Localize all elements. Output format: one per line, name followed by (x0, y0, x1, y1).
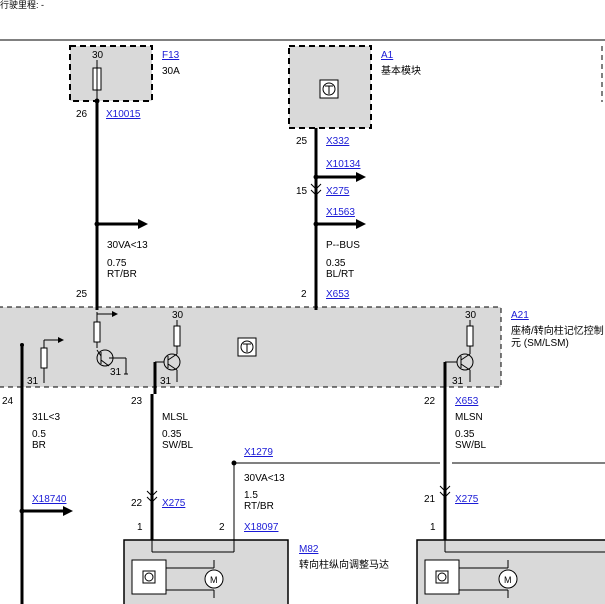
a21-pin-31-b: 31 (27, 376, 39, 387)
connector-x275-link-c[interactable]: X275 (455, 494, 479, 505)
a21-pin-31-d: 31 (452, 376, 464, 387)
m82-pin-2: 2 (219, 522, 225, 533)
connector-mark-x275-b (146, 490, 158, 503)
connector-x18097-link[interactable]: X18097 (244, 522, 279, 533)
connector-mark-x275-c (439, 485, 451, 498)
control-unit-icon (319, 79, 339, 99)
mileage-header: 行驶里程: - (0, 0, 44, 10)
branch-arrow-x10134 (316, 172, 366, 182)
wire-node (94, 98, 100, 104)
internal-circuit-left (93, 311, 118, 348)
module-a21-desc2: 元 (SM/LSM) (511, 338, 569, 349)
a1-pin-25: 25 (296, 136, 308, 147)
wire-23-signal: MLSL (162, 412, 189, 423)
feed-gauge: 1.5 (244, 490, 258, 501)
branch-arrow-x1563 (316, 219, 366, 229)
feed-color: RT/BR (244, 501, 274, 512)
x275-pin-22: 22 (131, 498, 143, 509)
a21-pin-22: 22 (424, 396, 436, 407)
a21-pin-30-b: 30 (465, 310, 477, 321)
fuse-pin-top: 30 (92, 50, 104, 61)
a21-pin-24: 24 (2, 396, 14, 407)
a21-pin-23: 23 (131, 396, 143, 407)
motor2-pin-1: 1 (430, 522, 436, 533)
wire-left-color: RT/BR (107, 269, 137, 280)
connector-x1563-link[interactable]: X1563 (326, 207, 355, 218)
x275-pin-15: 15 (296, 186, 308, 197)
connector-x275-link-b[interactable]: X275 (162, 498, 186, 509)
module-a1-desc: 基本模块 (381, 64, 421, 77)
motor-internal (131, 540, 235, 598)
wire-24-signal: 31L<3 (32, 412, 61, 423)
branch-arrow-x18740 (22, 506, 73, 516)
a21-pin-30-a: 30 (172, 310, 184, 321)
connector-x332-link[interactable]: X332 (326, 136, 350, 147)
connector-x653-bottom-link[interactable]: X653 (455, 396, 479, 407)
wire-24-color: BR (32, 440, 46, 451)
wire-mid-color: BL/RT (326, 269, 354, 280)
control-unit-icon-a21 (237, 337, 257, 357)
a21-pin-31-a: 31 (110, 367, 122, 378)
motor-m82-link[interactable]: M82 (299, 544, 319, 555)
transistor-icon-3 (445, 320, 474, 382)
branch-arrow-left (97, 219, 148, 229)
wire-left-signal: 30VA<13 (107, 240, 148, 251)
a21-pin-31-c: 31 (160, 376, 172, 387)
wire-22-gauge: 0.35 (455, 429, 475, 440)
a21-pin-2: 2 (301, 289, 307, 300)
motor-icon: M (204, 569, 224, 589)
module-a21-desc1: 座椅/转向柱记忆控制 (511, 324, 604, 337)
wire-left-gauge: 0.75 (107, 258, 127, 269)
fuse-f13-link[interactable]: F13 (162, 50, 180, 61)
a21-pin-25: 25 (76, 289, 88, 300)
motor-right-internal (424, 540, 605, 598)
module-a1-link[interactable]: A1 (381, 50, 394, 61)
connector-x10134-link[interactable]: X10134 (326, 159, 361, 170)
fuse-pin-bottom: 26 (76, 109, 88, 120)
sensor-circuit-left (20, 337, 64, 394)
connector-x18740-link[interactable]: X18740 (32, 494, 67, 505)
svg-text:M: M (504, 575, 512, 585)
connector-x275-link-a[interactable]: X275 (326, 186, 350, 197)
motor-m82-desc: 转向柱纵向调整马达 (299, 558, 389, 571)
connector-x1279-link[interactable]: X1279 (244, 447, 273, 458)
m82-pin-1: 1 (137, 522, 143, 533)
fuse-box-f13 (69, 45, 153, 102)
wire-22-signal: MLSN (455, 412, 483, 423)
transistor-icon (96, 349, 127, 374)
module-a21-link[interactable]: A21 (511, 310, 529, 321)
wire-23-gauge: 0.35 (162, 429, 182, 440)
transistor-icon-2 (155, 320, 181, 382)
wire-22-color: SW/BL (455, 440, 487, 451)
connector-x653-top-link[interactable]: X653 (326, 289, 350, 300)
wire-mid-gauge: 0.35 (326, 258, 346, 269)
connector-mark-x275 (310, 183, 322, 196)
fuse-rating: 30A (162, 66, 180, 77)
x275-pin-21: 21 (424, 494, 436, 505)
motor-icon-right: M (498, 569, 518, 589)
connector-x10015-link[interactable]: X10015 (106, 109, 141, 120)
wire-23-color: SW/BL (162, 440, 194, 451)
svg-text:M: M (210, 575, 218, 585)
feed-signal: 30VA<13 (244, 473, 285, 484)
wire-24-gauge: 0.5 (32, 429, 46, 440)
wire-mid-signal: P--BUS (326, 240, 360, 251)
